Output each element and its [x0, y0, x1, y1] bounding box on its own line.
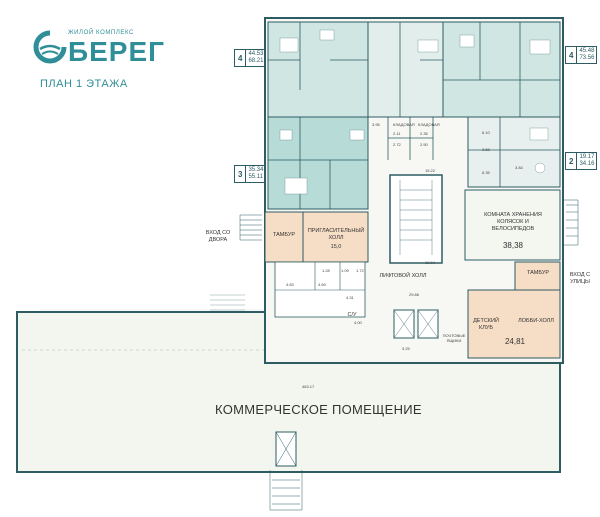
unit-area-total: 73.56 — [579, 55, 595, 61]
plan-title: ПЛАН 1 ЭТАЖА — [40, 78, 128, 90]
post-boxes-label: ПОЧТОВЫЕ ЯЩИКИ — [442, 333, 466, 343]
area-label: 6.35 — [482, 170, 490, 175]
apartment-4-left — [267, 21, 369, 118]
stroller-room-area: 38,38 — [502, 241, 524, 250]
apartment-2 — [467, 116, 561, 188]
area-label: 1.72 — [356, 268, 364, 273]
pantry-label-1: КЛАДОВАЯ — [393, 122, 415, 127]
area-label: 29.86 — [409, 292, 420, 297]
logo-name: БЕРЕГ — [68, 36, 166, 67]
unit-area-living: 35.34 — [248, 167, 264, 173]
entrance-steps-left — [239, 214, 262, 241]
area-label: 3.84 — [515, 165, 523, 170]
entrance-street-label: ВХОД С УЛИЦЫ — [569, 272, 591, 285]
commercial-label: КОММЕРЧЕСКОЕ ПОМЕЩЕНИЕ — [215, 402, 422, 417]
area-label: 4.00 — [354, 320, 362, 325]
invite-hall-area: 15,0 — [330, 244, 342, 250]
unit-number: 3 — [235, 166, 247, 182]
area-label: 4.83 — [286, 282, 294, 287]
entrance-steps-right — [563, 199, 579, 246]
area-label: 2.11 — [393, 131, 401, 136]
stroller-room — [464, 189, 561, 261]
room-dividers — [268, 22, 560, 209]
kids-lobby-area: 24,81 — [504, 337, 526, 346]
stair-core — [389, 174, 443, 264]
unit-area-total: 68.21 — [248, 58, 264, 64]
area-label: 19.04 — [425, 260, 436, 265]
invite-hall-room — [302, 211, 369, 263]
unit-number: 2 — [566, 153, 578, 169]
unit-area-total: 55.11 — [248, 174, 264, 180]
tambur-right-label: ТАМБУР — [526, 270, 550, 276]
furniture — [279, 29, 551, 195]
lobby-hall-label: ЛОББИ-ХОЛЛ — [518, 318, 554, 324]
entrance-yard-label: ВХОД СО ДВОРА — [205, 230, 231, 243]
kids-club-room — [467, 289, 561, 359]
su-label: С/У — [347, 312, 357, 318]
unit-area-living: 45.48 — [579, 48, 595, 54]
area-label: 1.28 — [322, 268, 330, 273]
unit-area-living: 19.17 — [579, 154, 595, 160]
unit-area-living: 44.53 — [248, 51, 264, 57]
unit-number: 4 — [566, 47, 578, 63]
invite-hall-label: ПРИГЛАСИТЕЛЬНЫЙ ХОЛЛ — [307, 228, 365, 241]
area-label: 3.58 — [482, 147, 490, 152]
stair-steps — [399, 180, 433, 255]
ramp-hatch — [210, 294, 245, 311]
logo-mark-icon — [33, 30, 67, 64]
lift-hall-label: ЛИФТОВОЙ ХОЛЛ — [379, 273, 427, 279]
logo: ЖИЛОЙ КОМПЛЕКС БЕРЕГ — [32, 26, 182, 67]
commercial-area: 463.17 — [302, 384, 315, 389]
unit-area-total: 34.16 — [579, 161, 595, 167]
unit-number: 4 — [235, 50, 247, 66]
entrance-steps-bottom — [269, 470, 303, 511]
area-label: 2.50 — [420, 142, 428, 147]
area-label: 6.10 — [482, 130, 490, 135]
lift-cross — [393, 309, 439, 339]
stroller-room-label: КОМНАТА ХРАНЕНИЯ КОЛЯСОК И ВЕЛОСИПЕДОВ — [484, 212, 542, 232]
area-label: 3.25 — [402, 346, 410, 351]
area-label: 2.72 — [393, 142, 401, 147]
apartment-block-top — [367, 21, 444, 118]
logo-subtitle: ЖИЛОЙ КОМПЛЕКС — [68, 30, 134, 36]
pantry-label-2: КЛАДОВАЯ — [418, 122, 440, 127]
area-label: 4.31 — [346, 295, 354, 300]
area-label: 1.09 — [341, 268, 349, 273]
area-label: 15.22 — [425, 168, 436, 173]
tambur-left-label: ТАМБУР — [272, 232, 296, 238]
area-label: 4.69 — [318, 282, 326, 287]
area-label: 3.95 — [372, 122, 380, 127]
small-rooms-block — [274, 261, 366, 318]
area-label: 2.35 — [420, 131, 428, 136]
kids-club-label: ДЕТСКИЙ КЛУБ — [473, 318, 499, 331]
